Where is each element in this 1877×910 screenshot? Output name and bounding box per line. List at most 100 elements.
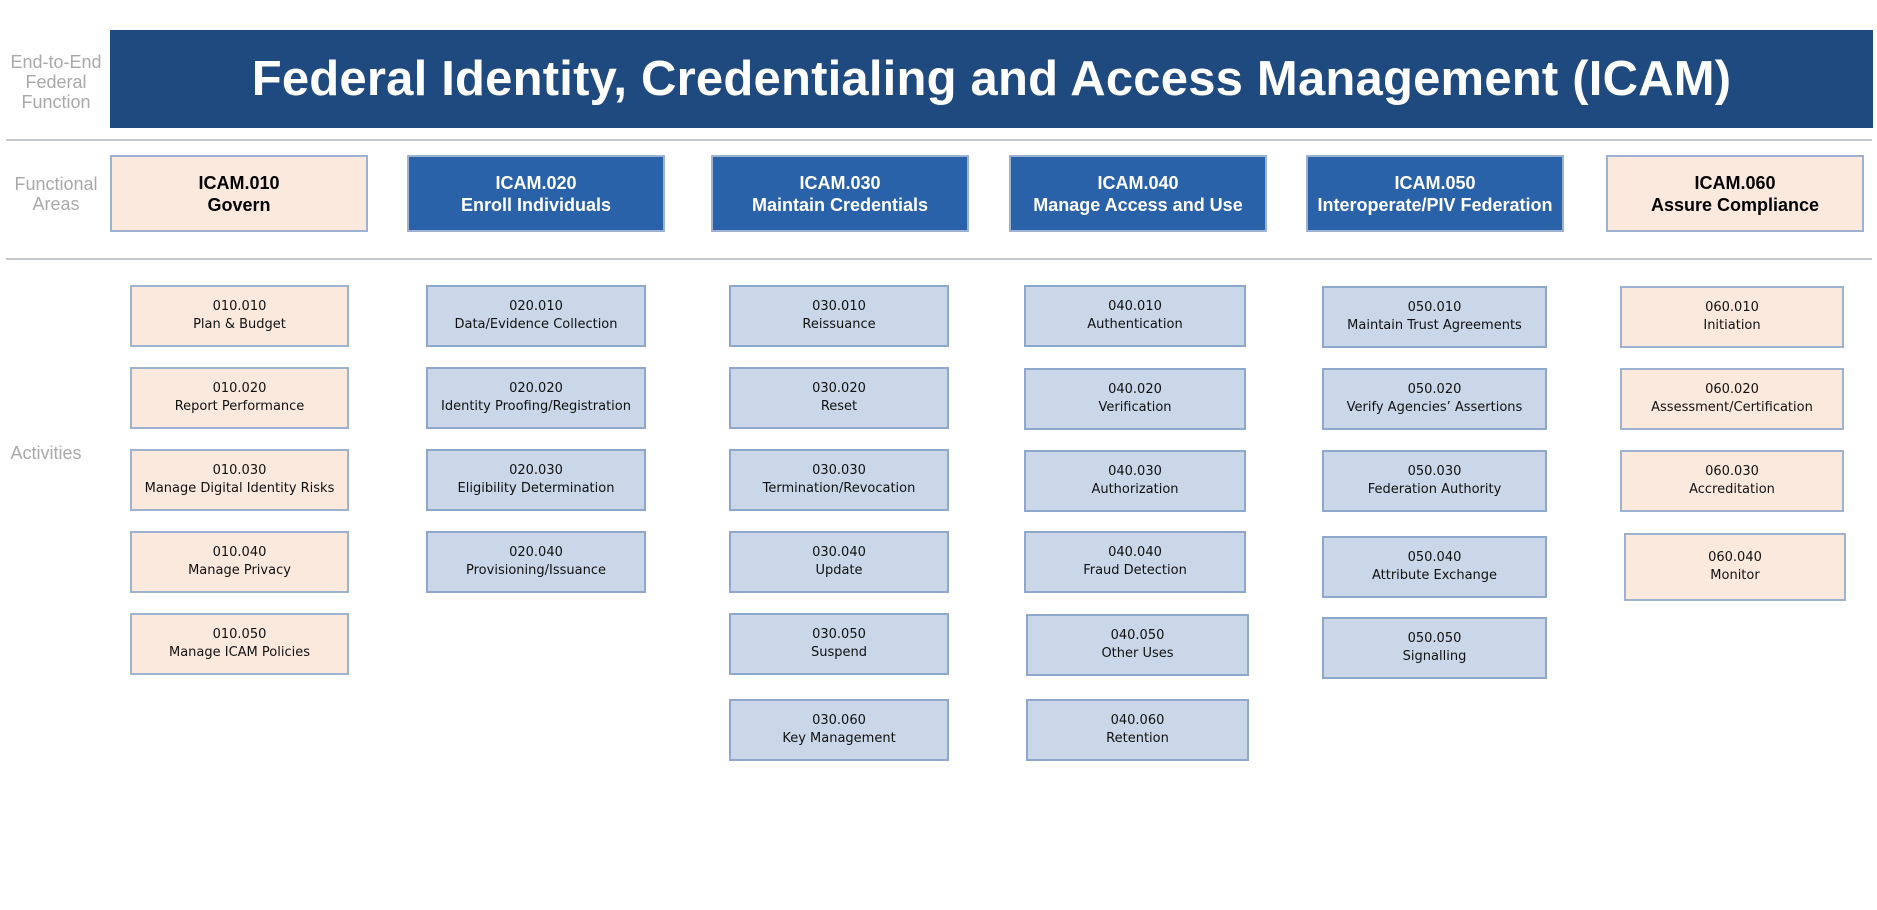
- activity-code: 050.040: [1407, 550, 1462, 565]
- area-name: Interoperate/PIV Federation: [1317, 194, 1553, 215]
- activity-name: Manage Digital Identity Risks: [144, 481, 335, 496]
- area-code: ICAM.040: [1097, 172, 1179, 193]
- activity-name: Manage Privacy: [188, 563, 291, 578]
- activity-code: 050.030: [1407, 464, 1462, 479]
- activity-name: Report Performance: [174, 399, 305, 414]
- activity-name: Federation Authority: [1367, 482, 1502, 497]
- area-code: ICAM.030: [799, 172, 881, 193]
- activity-name: Verify Agencies’ Assertions: [1346, 400, 1523, 415]
- activity-code: 030.020: [812, 381, 866, 396]
- activity-name: Manage ICAM Policies: [168, 645, 310, 660]
- activity-code: 020.030: [509, 463, 563, 478]
- activity-code: 060.040: [1708, 550, 1762, 565]
- activity-code: 010.050: [212, 627, 267, 642]
- area-name: Maintain Credentials: [751, 194, 929, 215]
- activity-name: Assessment/Certification: [1651, 400, 1813, 415]
- activity-name: Suspend: [810, 645, 867, 660]
- activity-name: Termination/Revocation: [762, 481, 916, 496]
- area-name: Manage Access and Use: [1033, 194, 1243, 215]
- activity-code: 040.060: [1110, 713, 1165, 728]
- activity-code: 050.010: [1407, 300, 1462, 315]
- activity-name: Other Uses: [1101, 646, 1174, 661]
- activity-name: Provisioning/Issuance: [466, 563, 606, 578]
- row-label-functional-areas: Functional Areas: [14, 174, 98, 214]
- activity-code: 050.050: [1407, 631, 1462, 646]
- activity-code: 060.030: [1705, 464, 1759, 479]
- activity-name: Authentication: [1087, 317, 1183, 332]
- activity-code: 020.020: [509, 381, 563, 396]
- activity-code: 020.040: [509, 545, 563, 560]
- activity-code: 050.020: [1407, 382, 1462, 397]
- activity-name: Authorization: [1091, 482, 1179, 497]
- activity-name: Monitor: [1710, 568, 1760, 583]
- activity-code: 010.040: [212, 545, 267, 560]
- title-banner: Federal Identity, Credentialing and Acce…: [110, 30, 1873, 128]
- activity-code: 060.020: [1705, 382, 1759, 397]
- activity-name: Data/Evidence Collection: [454, 317, 618, 332]
- activity-name: Verification: [1098, 400, 1172, 415]
- area-name: Govern: [207, 194, 271, 215]
- activity-name: Retention: [1106, 731, 1169, 746]
- activity-code: 020.010: [509, 299, 563, 314]
- activity-name: Signalling: [1402, 649, 1467, 664]
- activity-name: Plan & Budget: [193, 317, 286, 332]
- activity-name: Identity Proofing/Registration: [441, 399, 631, 414]
- activity-name: Maintain Trust Agreements: [1347, 318, 1522, 333]
- activity-name: Reset: [820, 399, 858, 414]
- activity-code: 040.020: [1108, 382, 1162, 397]
- activity-code: 030.040: [812, 545, 866, 560]
- row-label-activities: Activities: [10, 443, 82, 463]
- area-code: ICAM.010: [198, 172, 280, 193]
- area-code: ICAM.060: [1694, 172, 1776, 193]
- activity-name: Update: [815, 563, 863, 578]
- activity-name: Fraud Detection: [1083, 563, 1187, 578]
- activity-code: 030.060: [812, 713, 866, 728]
- activity-code: 010.030: [212, 463, 267, 478]
- area-name: Assure Compliance: [1650, 194, 1820, 215]
- activity-name: Initiation: [1703, 318, 1761, 333]
- divider-top: [6, 139, 1872, 141]
- activity-code: 010.020: [212, 381, 267, 396]
- activity-name: Key Management: [782, 731, 896, 746]
- activity-code: 010.010: [212, 299, 267, 314]
- area-code: ICAM.050: [1394, 172, 1476, 193]
- activity-code: 060.010: [1705, 300, 1759, 315]
- activity-name: Eligibility Determination: [457, 481, 615, 496]
- activity-code: 040.040: [1108, 545, 1162, 560]
- activity-code: 040.030: [1108, 464, 1162, 479]
- activity-code: 030.050: [812, 627, 866, 642]
- activity-name: Reissuance: [802, 317, 876, 332]
- activity-code: 040.010: [1108, 299, 1162, 314]
- row-label-function: End-to-End Federal Function: [10, 52, 102, 112]
- activity-name: Accreditation: [1689, 482, 1775, 497]
